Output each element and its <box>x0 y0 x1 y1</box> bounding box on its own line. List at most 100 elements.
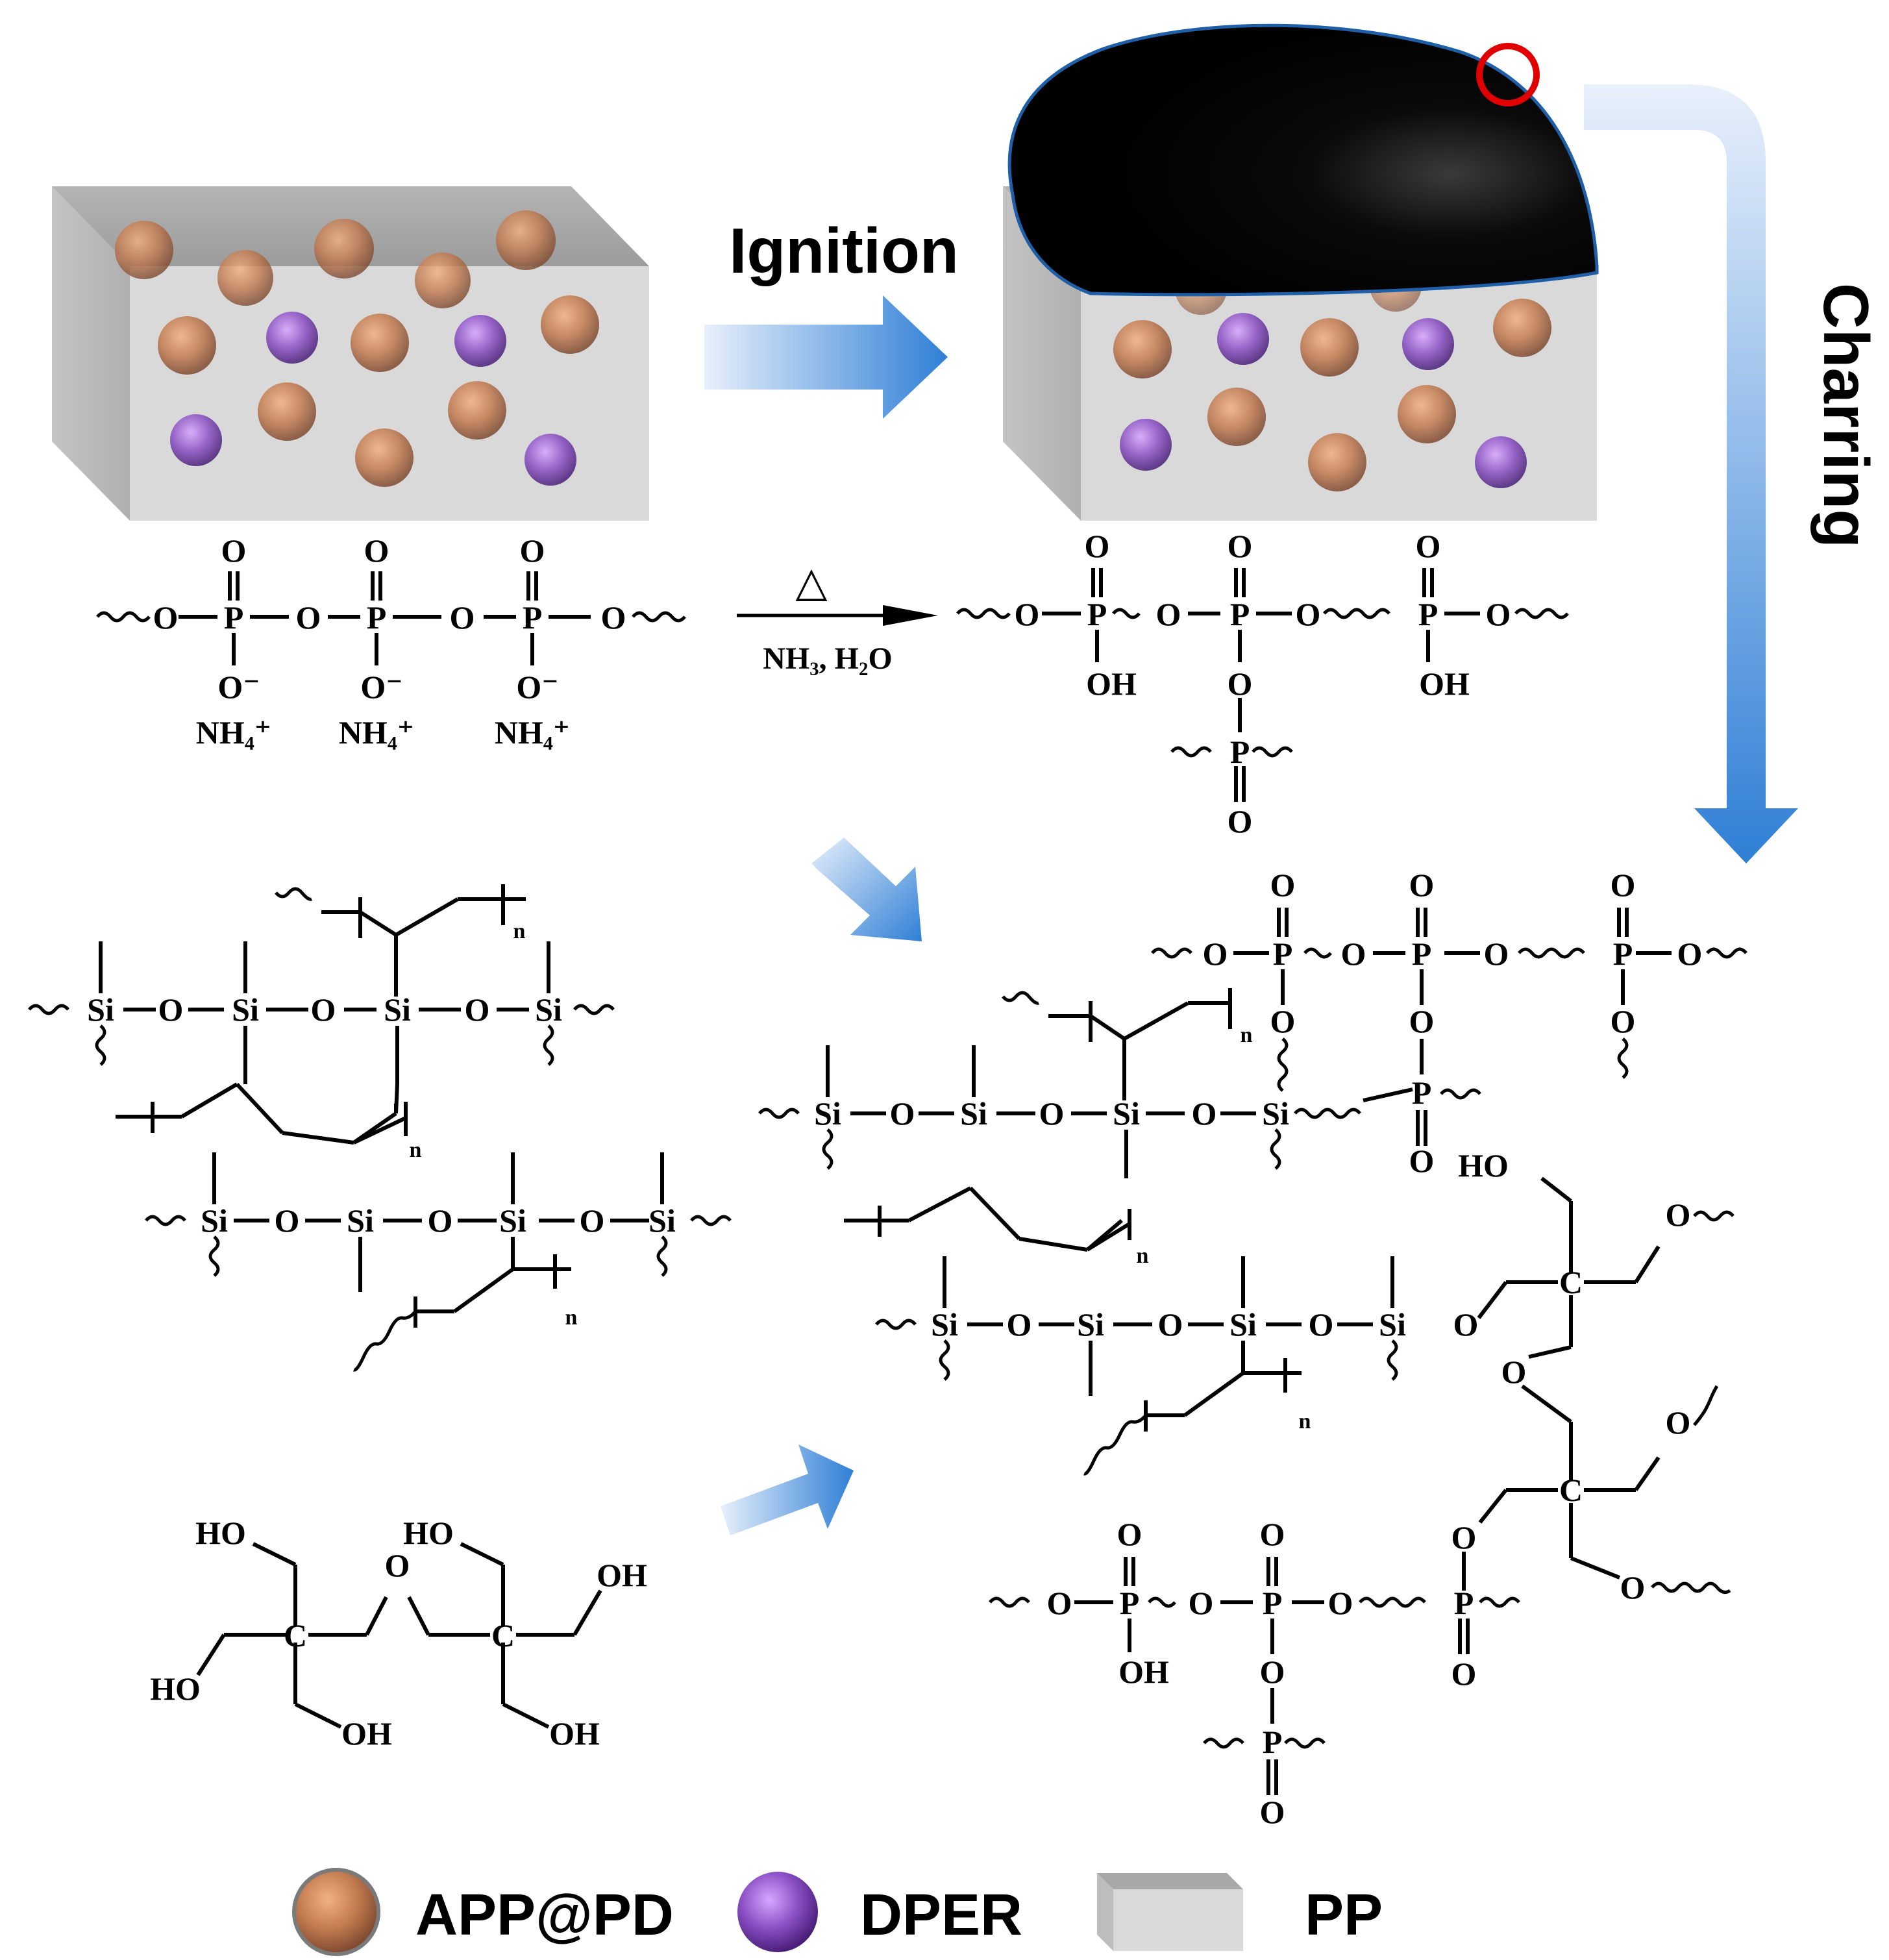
dper-structure: HO HO OH HO OH OH O C C <box>150 1515 647 1752</box>
svg-text:O: O <box>1416 528 1441 564</box>
svg-text:C: C <box>491 1617 515 1654</box>
svg-text:O: O <box>1228 803 1253 839</box>
svg-text:P: P <box>1263 1585 1283 1621</box>
svg-text:O: O <box>1270 867 1296 903</box>
svg-text:OH: OH <box>1086 665 1137 702</box>
svg-text:O: O <box>1270 1003 1296 1039</box>
svg-text:Si: Si <box>648 1202 676 1239</box>
svg-text:O: O <box>1409 867 1435 903</box>
svg-text:P: P <box>1087 596 1107 632</box>
svg-text:C: C <box>1559 1264 1583 1300</box>
pp-block-charred <box>1003 23 1599 521</box>
svg-text:O: O <box>1620 1569 1646 1606</box>
svg-text:O: O <box>1484 936 1509 972</box>
svg-text:O: O <box>1158 1306 1183 1343</box>
svg-text:O: O <box>520 532 545 569</box>
char-layer <box>1007 23 1599 297</box>
svg-text:O: O <box>1260 1516 1285 1552</box>
svg-text:NH₄⁺: NH₄⁺ <box>339 714 414 751</box>
svg-text:n: n <box>1241 1023 1253 1047</box>
ignition-arrow <box>704 295 948 419</box>
svg-text:O: O <box>275 1202 300 1239</box>
svg-text:O: O <box>385 1547 410 1583</box>
svg-text:O: O <box>1666 1197 1691 1233</box>
svg-text:O: O <box>890 1095 915 1132</box>
svg-text:Si: Si <box>1262 1095 1289 1132</box>
svg-text:Si: Si <box>814 1095 841 1132</box>
diagonal-arrow-lower <box>721 1445 854 1535</box>
legend-label-pp: PP <box>1305 1883 1383 1948</box>
svg-text:Si: Si <box>1113 1095 1140 1132</box>
reaction-arrow <box>737 605 938 626</box>
svg-text:Si: Si <box>87 991 114 1028</box>
svg-text:O: O <box>1260 1794 1285 1830</box>
svg-text:O: O <box>153 599 179 636</box>
svg-text:O: O <box>311 991 336 1028</box>
svg-text:O: O <box>1309 1306 1334 1343</box>
svg-text:OH: OH <box>597 1557 647 1593</box>
svg-text:O: O <box>1189 1585 1214 1621</box>
svg-text:O: O <box>1228 665 1253 702</box>
svg-text:O: O <box>1341 936 1366 972</box>
char-product-structure: O P O P O P O O O O O O O P O n <box>758 867 1747 1830</box>
svg-text:O: O <box>1409 1003 1435 1039</box>
svg-text:NH₄⁺: NH₄⁺ <box>495 714 570 751</box>
svg-text:Si: Si <box>499 1202 526 1239</box>
svg-text:O: O <box>1047 1585 1072 1621</box>
svg-text:O: O <box>1611 1003 1636 1039</box>
legend-label-app-pd: APP@PD <box>415 1883 674 1948</box>
svg-text:NH₄⁺: NH₄⁺ <box>196 714 271 751</box>
siloxane-pp-structure: n n Si O Si O Si O Si <box>28 884 732 1372</box>
svg-text:O: O <box>465 991 490 1028</box>
svg-text:HO: HO <box>195 1515 246 1551</box>
svg-text:Si: Si <box>232 991 259 1028</box>
app-pd-sphere-icon <box>292 1868 380 1956</box>
svg-text:O: O <box>1451 1519 1477 1556</box>
svg-text:Si: Si <box>1379 1306 1406 1343</box>
svg-text:O⁻: O⁻ <box>516 669 558 705</box>
svg-text:O: O <box>296 599 321 636</box>
svg-text:O: O <box>1015 596 1040 632</box>
svg-text:P: P <box>1613 936 1633 972</box>
svg-text:O: O <box>1156 596 1181 632</box>
svg-text:P: P <box>1412 936 1432 972</box>
svg-text:P: P <box>1263 1724 1283 1760</box>
svg-text:n: n <box>565 1306 578 1330</box>
svg-text:Si: Si <box>1077 1306 1104 1343</box>
svg-text:O: O <box>1666 1404 1691 1441</box>
svg-text:n: n <box>513 919 526 943</box>
heat-symbol: △ <box>795 558 828 606</box>
legend-item-dper: DPER <box>737 1872 1022 1952</box>
svg-text:O: O <box>1296 596 1321 632</box>
svg-text:P: P <box>224 599 244 636</box>
svg-text:OH: OH <box>1419 665 1470 702</box>
svg-text:O: O <box>1611 867 1636 903</box>
svg-text:P: P <box>1230 596 1250 632</box>
svg-text:O: O <box>364 532 389 569</box>
svg-text:Si: Si <box>384 991 411 1028</box>
svg-text:O: O <box>1085 528 1110 564</box>
dper-sphere-icon <box>737 1872 818 1952</box>
svg-text:O: O <box>601 599 626 636</box>
diagonal-arrow-upper <box>811 837 922 941</box>
svg-text:O: O <box>450 599 475 636</box>
svg-text:Si: Si <box>1229 1306 1257 1343</box>
svg-text:O: O <box>1453 1306 1479 1343</box>
svg-text:OH: OH <box>341 1715 392 1752</box>
svg-text:O: O <box>1228 528 1253 564</box>
pp-block-icon <box>1113 1889 1243 1951</box>
pp-block-composite <box>52 186 649 521</box>
svg-text:O⁻: O⁻ <box>217 669 260 705</box>
legend-label-dper: DPER <box>860 1883 1022 1948</box>
svg-text:O: O <box>1501 1354 1527 1390</box>
svg-text:O: O <box>1409 1143 1435 1179</box>
reaction-conditions: NH₃, H₂O <box>763 641 892 676</box>
svg-text:Si: Si <box>201 1202 228 1239</box>
svg-text:HO: HO <box>403 1515 454 1551</box>
svg-text:C: C <box>284 1617 307 1654</box>
legend: APP@PD DPER PP <box>292 1868 1383 1956</box>
dper-particle <box>1120 313 1527 488</box>
svg-text:OH: OH <box>549 1715 600 1752</box>
svg-text:P: P <box>1120 1585 1140 1621</box>
highlight-circle <box>1476 43 1540 106</box>
